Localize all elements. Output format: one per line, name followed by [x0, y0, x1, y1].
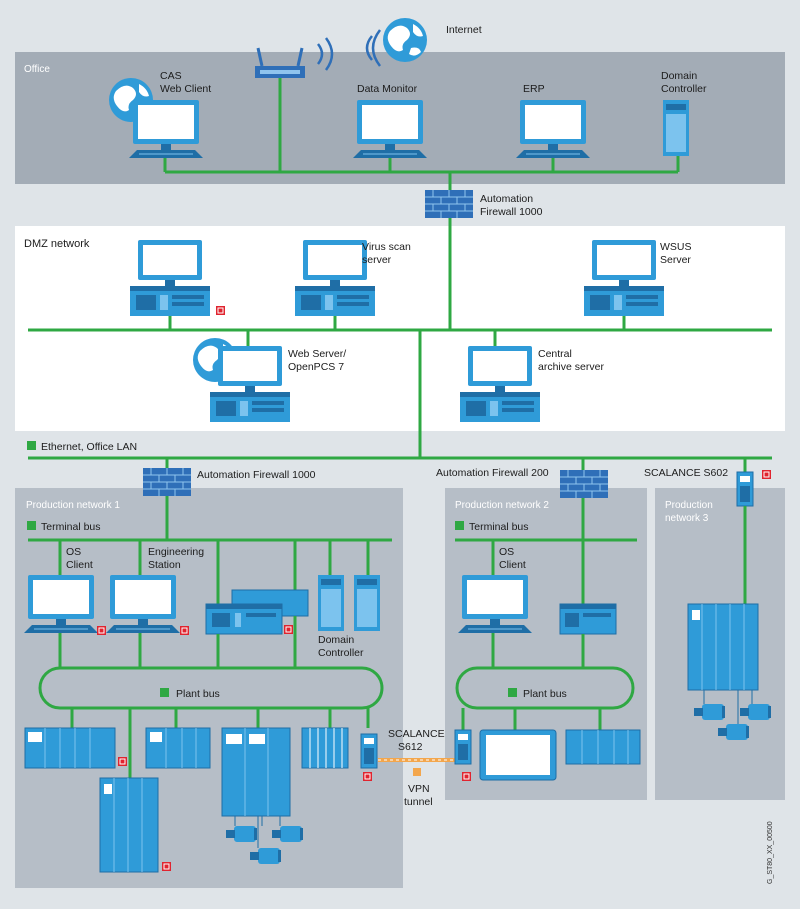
dmz-zone-label: DMZ network: [24, 238, 90, 250]
alert-badge-icon: [283, 624, 294, 635]
domain-controller-prod-1-icon[interactable]: [318, 575, 344, 631]
office-zone-label: Office: [24, 64, 50, 75]
central-archive-server-icon[interactable]: [460, 346, 540, 422]
ethernet-office-lan-bus: [28, 456, 772, 472]
dmz-server-1-icon[interactable]: [130, 240, 210, 316]
office-lan-bus: [163, 78, 680, 190]
virus-scan-label-line1: Virus scan: [362, 241, 411, 253]
operator-panel-icon[interactable]: [479, 729, 557, 781]
domain-controller-prod-label-line2: Controller: [318, 647, 364, 659]
ethernet-legend-square-icon: [27, 441, 36, 450]
production-network-3-label-line1: Production: [665, 500, 713, 511]
scalance-s612-left-icon[interactable]: [360, 733, 378, 769]
domain-controller-label-line2: Controller: [661, 83, 707, 95]
webserver-label-line2: OpenPCS 7: [288, 361, 344, 373]
production-network-1-zone: [15, 488, 403, 888]
plant-bus-label-1: Plant bus: [176, 688, 220, 700]
domain-controller-label-line1: Domain: [661, 70, 697, 82]
wsus-label-line1: WSUS: [660, 241, 692, 253]
production-network-3-label-line2: network 3: [665, 513, 709, 524]
plant-bus-ring-2: [455, 633, 635, 730]
production-network-1-label: Production network 1: [26, 500, 120, 511]
document-id: G_ST80_XX_00500: [767, 821, 774, 884]
alert-badge-icon: [761, 469, 772, 480]
scalance-s602-label: SCALANCE S602: [644, 467, 728, 479]
firewall-1000-icon[interactable]: [142, 467, 192, 497]
terminal-bus-label-2: Terminal bus: [469, 521, 529, 533]
engineering-label-line1: Engineering: [148, 546, 204, 558]
fw-top-label-line2: Firewall 1000: [480, 206, 543, 218]
alert-badge-icon: [161, 861, 172, 872]
wireless-router-icon: [255, 29, 382, 78]
erp-label: ERP: [523, 83, 545, 95]
vpn-tunnel-link: [378, 758, 455, 776]
terminal-bus-legend-icon: [455, 521, 464, 530]
alert-badge-icon: [362, 771, 373, 782]
data-monitor-label: Data Monitor: [357, 83, 418, 95]
internet-label: Internet: [446, 24, 482, 36]
archive-label-line2: archive server: [538, 361, 604, 373]
wsus-label-line2: Server: [660, 254, 691, 266]
scalance-s612-right-icon[interactable]: [454, 729, 472, 765]
plant-bus-legend-icon: [160, 688, 169, 697]
firewall-icon-top[interactable]: [424, 189, 474, 219]
domain-controller-prod-label-line1: Domain: [318, 634, 354, 646]
io-module-icon[interactable]: [145, 727, 211, 769]
os-client-2-label-line1: OS: [499, 546, 514, 558]
virus-scan-label-line2: server: [362, 254, 392, 266]
vpn-label-line2: tunnel: [404, 796, 433, 808]
alert-badge-icon: [215, 305, 226, 316]
fw200-label: Automation Firewall 200: [436, 467, 549, 479]
production-2-server-icon[interactable]: [559, 603, 617, 635]
fw-top-label-line1: Automation: [480, 193, 533, 205]
dmz-bus: [28, 316, 772, 458]
plant-bus-label-2: Plant bus: [523, 688, 567, 700]
scalance-s602-icon[interactable]: [736, 471, 754, 507]
ethernet-label: Ethernet, Office LAN: [41, 441, 137, 453]
alert-badge-icon: [117, 756, 128, 767]
terminal-bus-1: [28, 496, 392, 604]
io-module-2-icon[interactable]: [565, 729, 641, 765]
production-network-2-label: Production network 2: [455, 500, 549, 511]
engineering-label-line2: Station: [148, 559, 181, 571]
internet-globe-icon: [383, 18, 427, 62]
cas-label-line2: Web Client: [160, 83, 211, 95]
production-server-stack-icon[interactable]: [205, 589, 309, 635]
plant-bus-legend-icon: [508, 688, 517, 697]
plc-rack-network-3-icon[interactable]: [687, 603, 759, 691]
webserver-label-line1: Web Server/: [288, 348, 346, 360]
alert-badge-icon: [96, 625, 107, 636]
cas-label-line1: CAS: [160, 70, 182, 82]
terminal-bus-label-1: Terminal bus: [41, 521, 101, 533]
os-client-2-label-line2: Client: [499, 559, 526, 571]
terminal-bus-2: [455, 498, 637, 604]
domain-controller-office-icon[interactable]: [663, 100, 689, 156]
distributed-io-icon[interactable]: [301, 727, 349, 769]
plc-rack-icon[interactable]: [24, 727, 116, 769]
wsus-server-icon[interactable]: [584, 240, 664, 316]
control-cabinet-icon[interactable]: [221, 727, 291, 817]
tall-plc-rack-icon[interactable]: [99, 777, 159, 873]
web-server-icon[interactable]: [210, 346, 290, 422]
scalance-s612-label-line1: SCALANCE: [388, 728, 445, 740]
os-client-1-label-line2: Client: [66, 559, 93, 571]
archive-label-line1: Central: [538, 348, 572, 360]
os-client-1-label-line1: OS: [66, 546, 81, 558]
scalance-s612-label-line2: S612: [398, 741, 423, 753]
alert-badge-icon: [461, 771, 472, 782]
alert-badge-icon: [179, 625, 190, 636]
terminal-bus-legend-icon: [27, 521, 36, 530]
domain-controller-prod-2-icon[interactable]: [354, 575, 380, 631]
fw1000-label: Automation Firewall 1000: [197, 469, 316, 481]
firewall-200-icon[interactable]: [559, 469, 609, 499]
vpn-label-line1: VPN: [408, 783, 430, 795]
plant-bus-ring-1: [38, 616, 384, 778]
